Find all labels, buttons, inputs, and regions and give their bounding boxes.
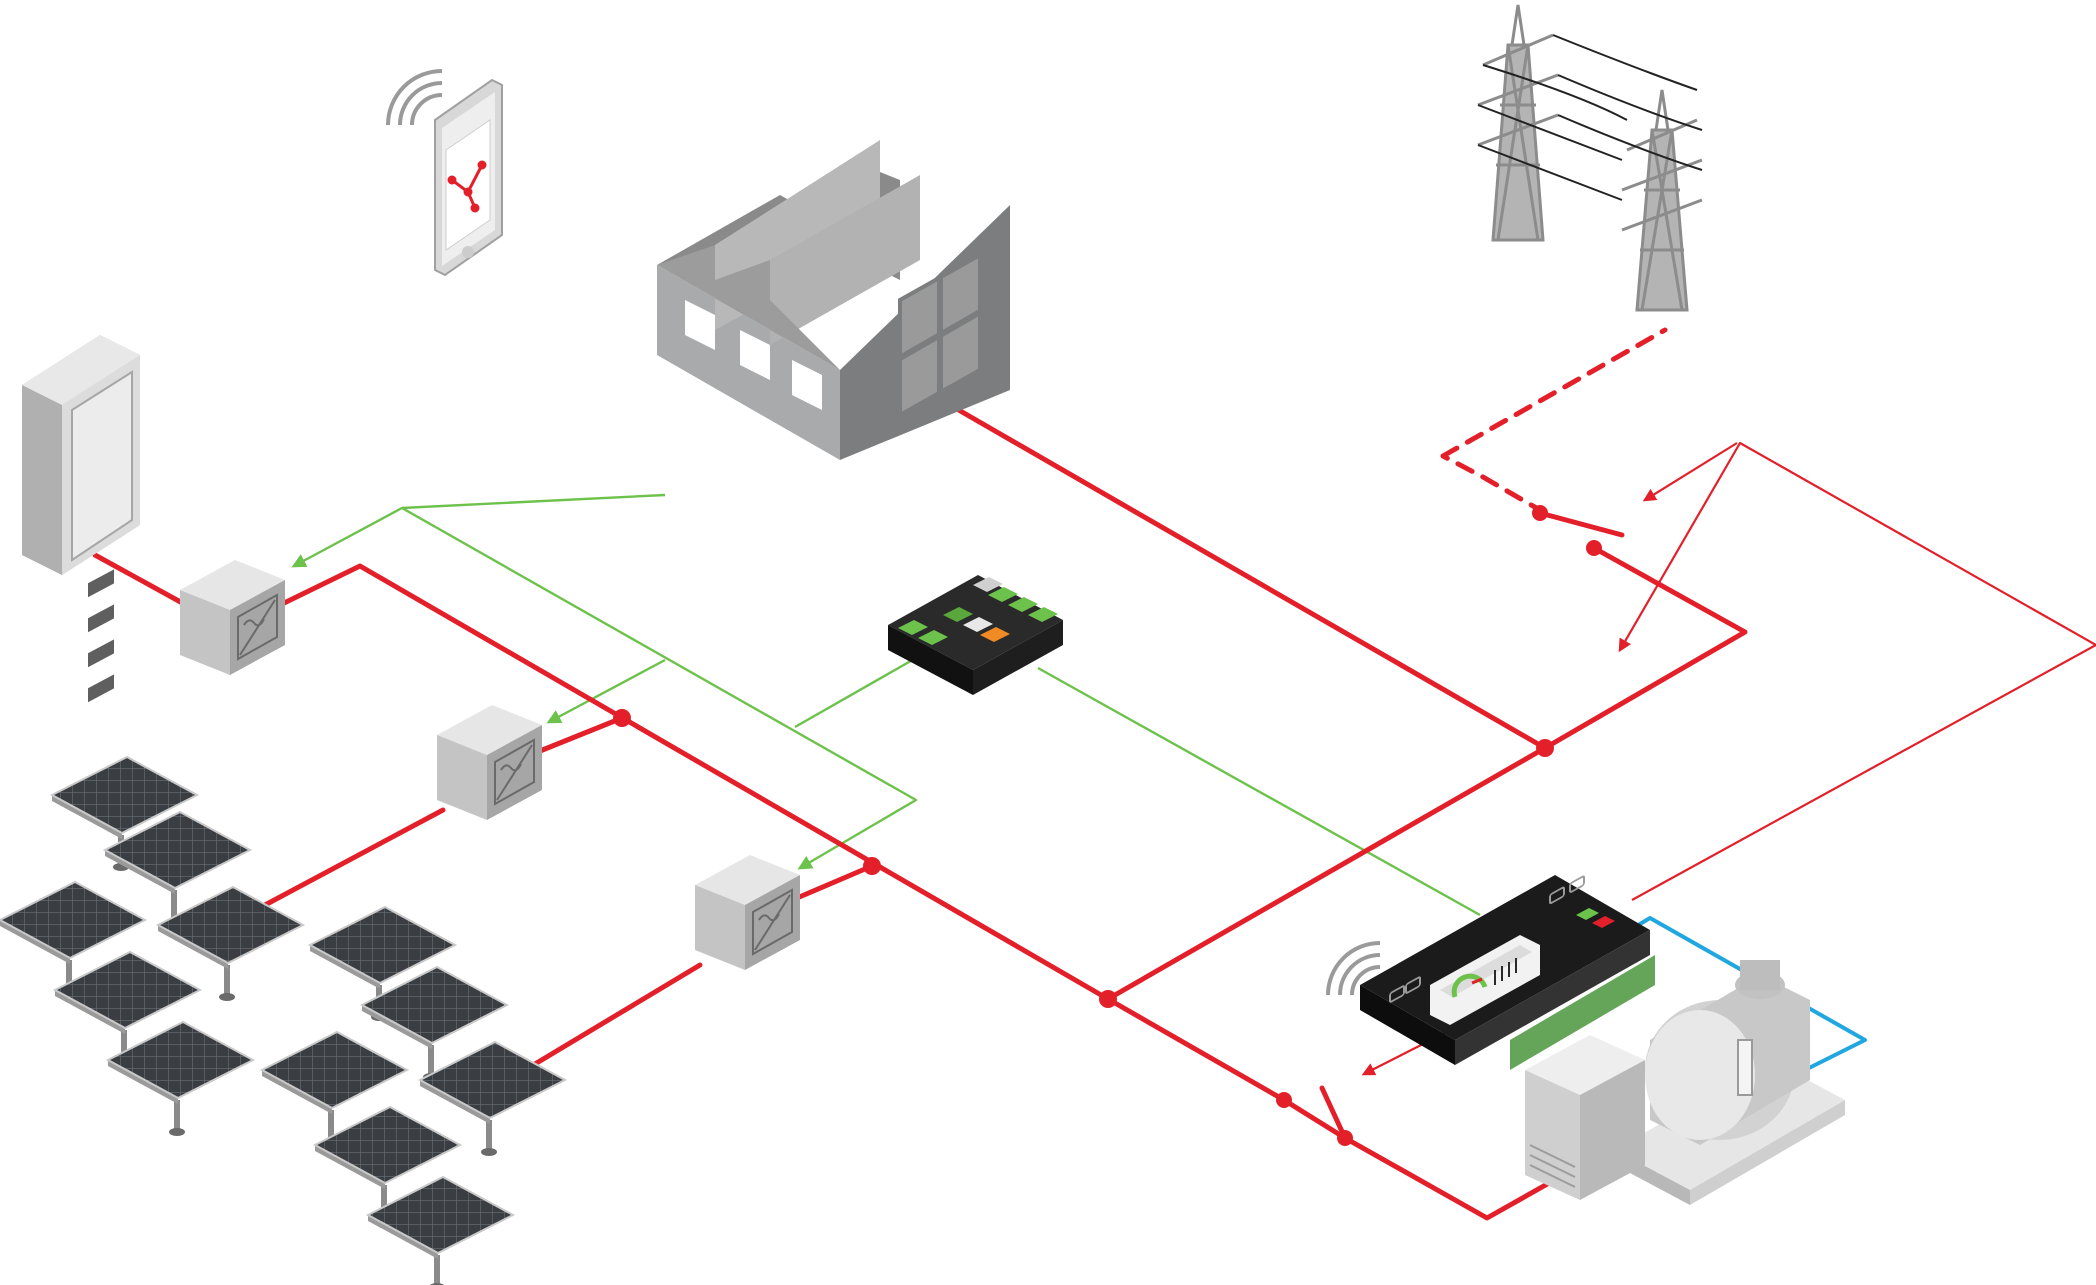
genset-controller[interactable] bbox=[1326, 875, 1655, 1070]
solar-panel-icon bbox=[155, 885, 306, 1001]
solar-panel-icon bbox=[417, 1040, 568, 1156]
solar-panel-icon bbox=[359, 965, 510, 1081]
solar-panel-icon bbox=[102, 810, 253, 926]
io-module[interactable] bbox=[888, 575, 1063, 695]
power-lines bbox=[92, 327, 1748, 1221]
solar-array-2[interactable] bbox=[259, 905, 568, 1285]
inverter-symbol-icon bbox=[752, 888, 793, 956]
app-logo-icon bbox=[447, 160, 487, 213]
inverter-symbol-icon bbox=[237, 593, 278, 661]
battery-cabinet[interactable] bbox=[22, 335, 140, 703]
generator[interactable] bbox=[1525, 960, 1845, 1205]
wireless-signal-icon bbox=[1326, 941, 1381, 996]
inverter-pv-2[interactable] bbox=[695, 855, 800, 970]
battery-module-icon bbox=[88, 569, 114, 703]
inverter-symbol-icon bbox=[494, 738, 535, 806]
inverter-pv-1[interactable] bbox=[437, 705, 542, 820]
factory[interactable] bbox=[657, 140, 1010, 460]
solar-array-1[interactable] bbox=[0, 755, 306, 1136]
smartphone[interactable] bbox=[386, 69, 503, 277]
gauge-icon bbox=[1451, 973, 1488, 998]
solar-panel-icon bbox=[105, 1020, 256, 1136]
wireless-signal-icon bbox=[386, 69, 443, 126]
inverter-battery[interactable] bbox=[180, 560, 285, 675]
transmission-towers[interactable] bbox=[1477, 4, 1703, 312]
solar-panel-icon bbox=[365, 1175, 516, 1285]
bus-junctions bbox=[613, 505, 1602, 1146]
terminal-block-icon bbox=[898, 577, 1058, 645]
control-signal-lines bbox=[291, 493, 1481, 917]
solar-panel-icon bbox=[52, 950, 203, 1066]
